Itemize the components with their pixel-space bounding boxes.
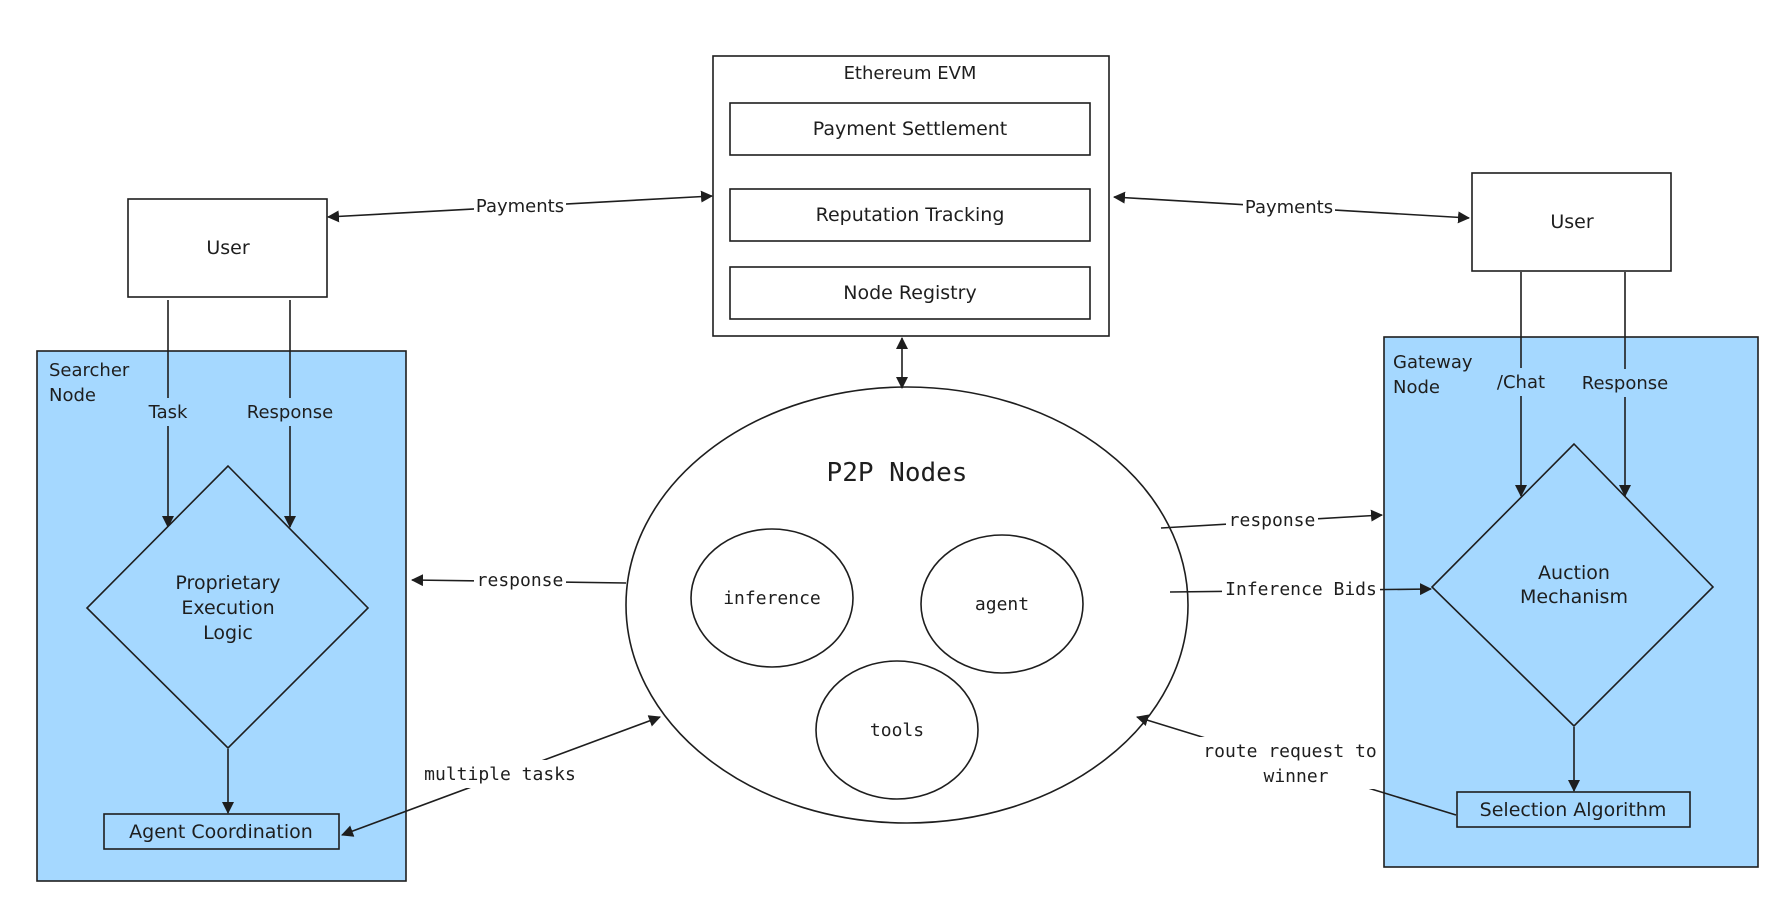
ethereum-evm-title: Ethereum EVM [844, 63, 977, 84]
inference-node [690, 528, 854, 668]
chat-label: /Chat [1497, 372, 1545, 393]
auction-mechanism-diamond [1430, 442, 1715, 728]
tools-node [815, 660, 979, 800]
route-request-line-2: winner [1263, 766, 1328, 787]
left-user-box [127, 198, 328, 298]
agent-coordination-box [103, 813, 340, 850]
agent-node [920, 534, 1084, 674]
task-label: Task [148, 402, 188, 423]
reputation-tracking-box [729, 188, 1091, 242]
searcher-node-title-1: Searcher [49, 360, 130, 381]
agent-coordination-label: Agent Coordination [129, 821, 313, 843]
reputation-tracking-label: Reputation Tracking [816, 204, 1005, 226]
response-right-label: response [1229, 510, 1316, 531]
gateway-node-title-2: Node [1393, 377, 1440, 398]
auction-line-2: Mechanism [1520, 586, 1628, 608]
selection-algorithm-label: Selection Algorithm [1480, 799, 1667, 821]
p2p-nodes-title: P2P Nodes [827, 458, 968, 488]
searcher-node-title-2: Node [49, 385, 96, 406]
tools-label: tools [870, 720, 924, 741]
inference-bids-label: Inference Bids [1225, 579, 1377, 600]
agent-label: agent [975, 594, 1029, 615]
gateway-response-label: Response [1582, 373, 1668, 394]
payments-left-label: Payments [476, 196, 564, 217]
inference-label: inference [723, 588, 821, 609]
selection-algorithm-box [1456, 791, 1691, 828]
right-user-label: User [1550, 211, 1593, 233]
logic-line-2: Execution [181, 597, 274, 619]
payments-right-label: Payments [1245, 197, 1333, 218]
route-request-line-1: route request to [1203, 741, 1376, 762]
payment-settlement-label: Payment Settlement [813, 118, 1008, 140]
multiple-tasks-label: multiple tasks [424, 764, 576, 785]
payment-settlement-box [729, 102, 1091, 156]
node-registry-label: Node Registry [843, 282, 976, 304]
left-user-label: User [206, 237, 249, 259]
right-user-box [1471, 172, 1672, 272]
node-registry-box [729, 266, 1091, 320]
logic-line-1: Proprietary [175, 572, 280, 594]
proprietary-logic-diamond [85, 464, 370, 750]
response-left-label: response [477, 570, 564, 591]
logic-line-3: Logic [203, 622, 253, 644]
gateway-node-title-1: Gateway [1393, 352, 1473, 373]
auction-line-1: Auction [1538, 562, 1610, 584]
ethereum-evm-box: Ethereum EVM Payment Settlement Reputati… [712, 55, 1110, 337]
searcher-response-label: Response [247, 402, 333, 423]
